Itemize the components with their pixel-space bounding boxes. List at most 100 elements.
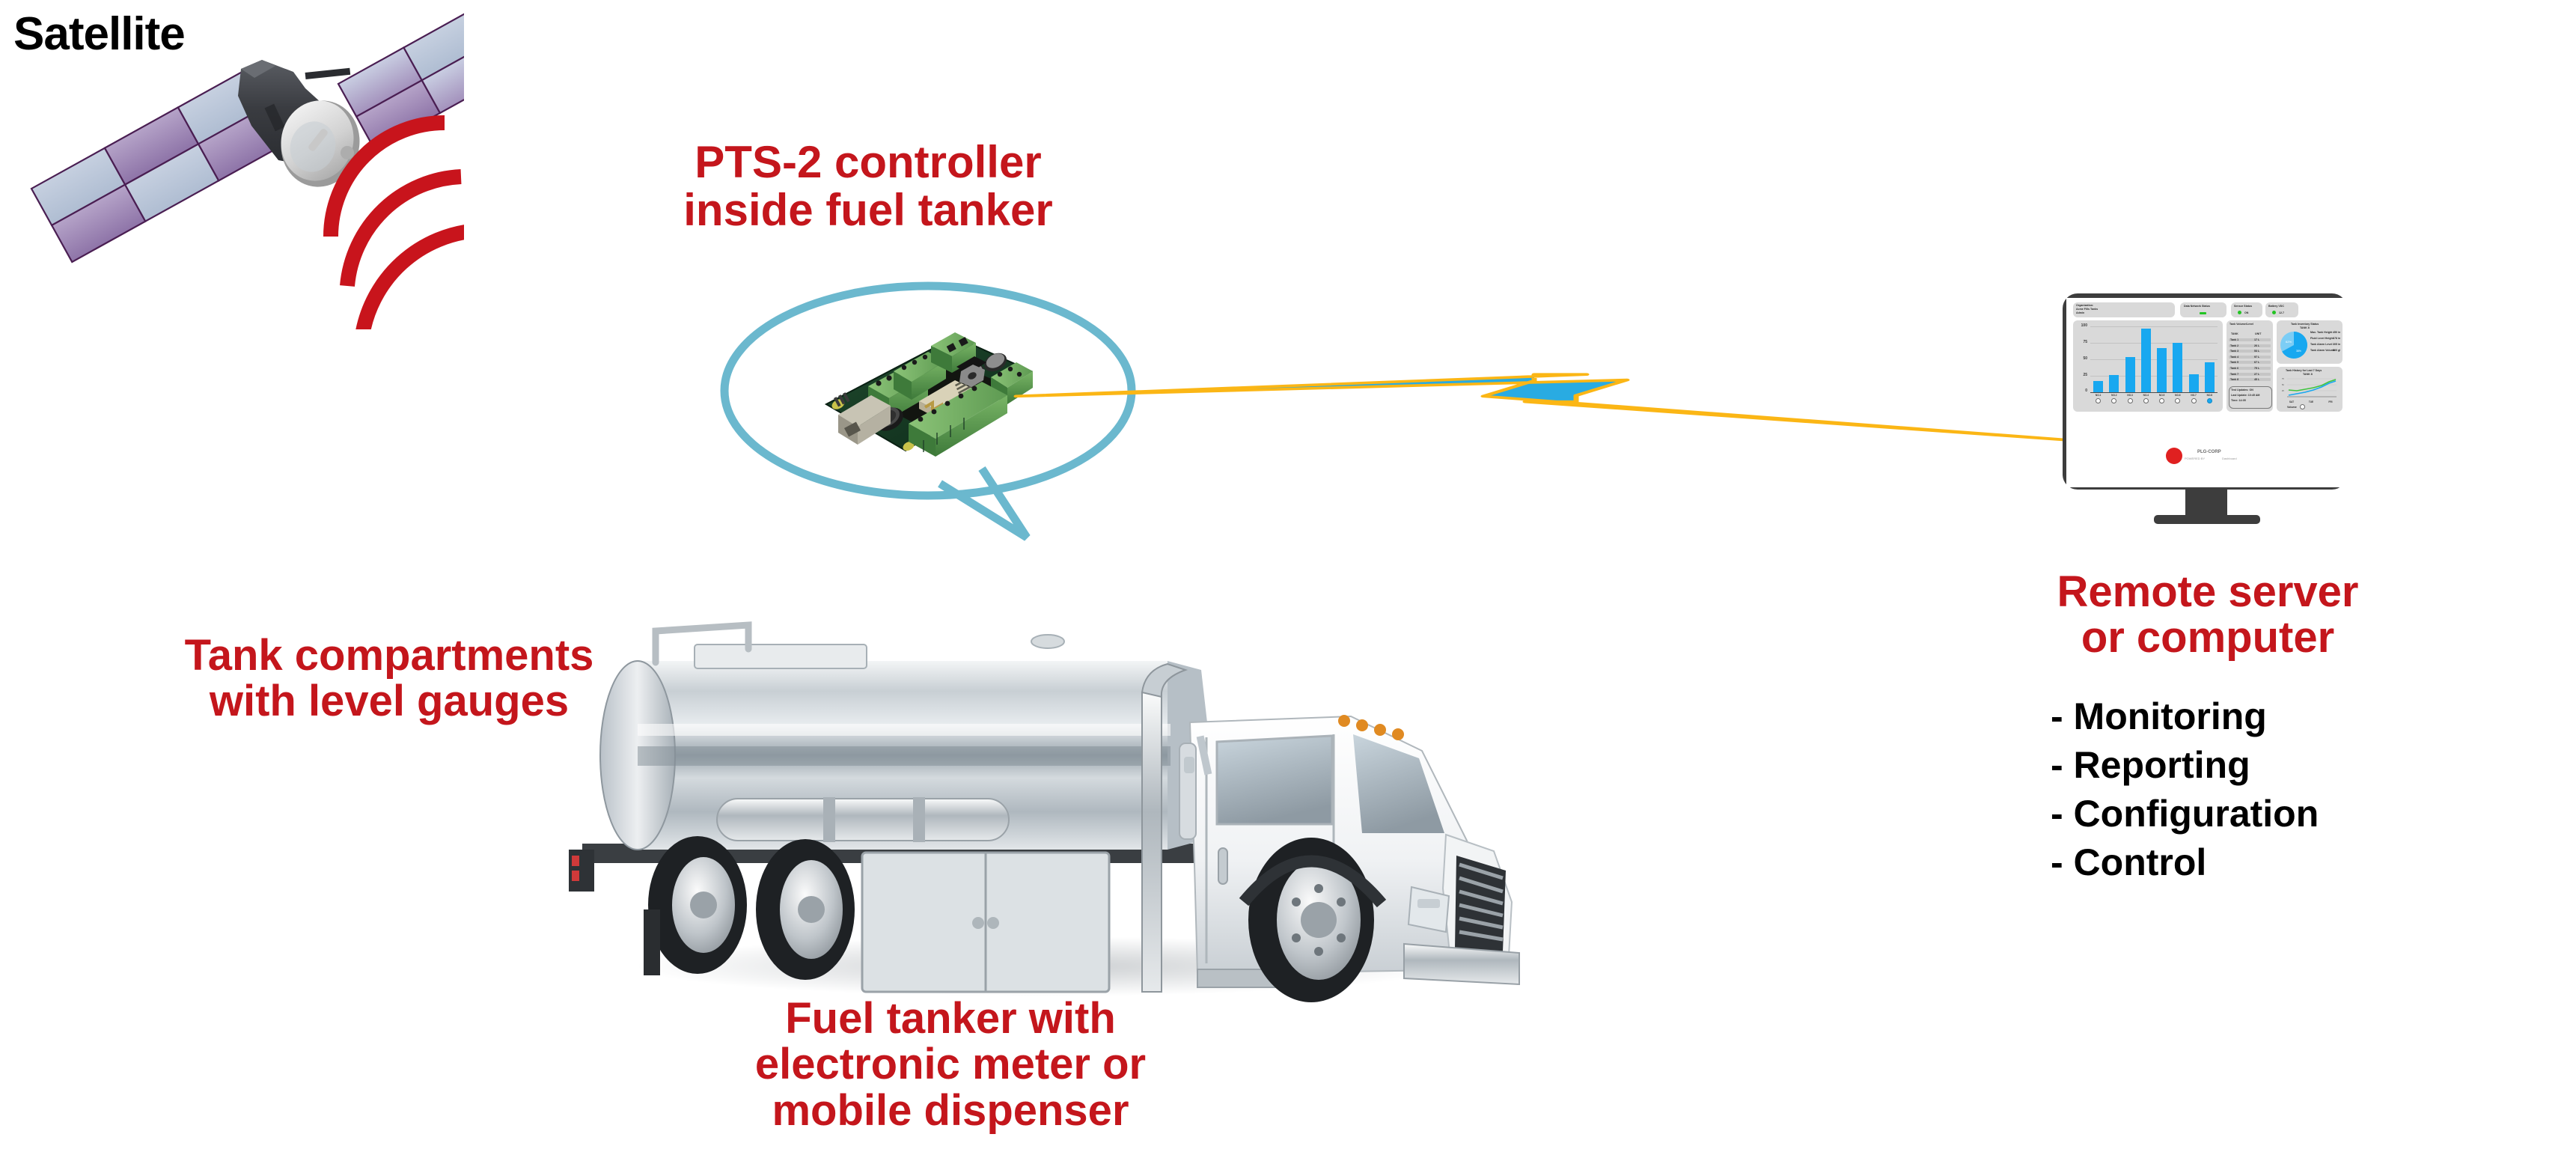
headlight [1407,886,1450,933]
table-cell-tank: Tank 7 [2230,372,2239,376]
pcb-controller-icon [824,332,1034,457]
tank-select-radio-NO.7[interactable] [2191,398,2197,403]
gridline-75 [2090,343,2218,344]
label-fuel-tanker: Fuel tanker with electronic meter or mob… [696,994,1205,1134]
xtick-NO.4: NO.4 [2143,394,2149,397]
lightning-bolt-link-icon [1013,373,2100,444]
table-footer-2: Time: 14:05 [2231,399,2246,402]
table-cell-tank: Tank 3 [2230,350,2239,353]
table-cell-tank: Tank 6 [2230,367,2239,370]
badge-network[interactable] [2180,302,2226,317]
label-satellite: Satellite [13,8,186,60]
remote-feature-item: - Monitoring [2051,695,2267,737]
label-remote-line1: Remote server [2057,567,2359,616]
table-title: Tank Volume/Level [2229,323,2254,326]
satellite-dish [281,100,360,187]
pie-legend-value: 178 in [2333,337,2341,340]
line-xtick: FRI [2328,400,2333,403]
table-cell-unit: 27 L [2254,372,2260,376]
tanker-barrel [599,621,1211,850]
tank-select-radio-NO.4[interactable] [2143,398,2149,403]
logo-sub1: POWERED BY [2185,457,2206,460]
table-row[interactable] [2229,367,2271,370]
logo-mark [2166,448,2182,464]
wheel-rear-2 [756,839,855,980]
label-pts-line2: inside fuel tanker [683,184,1053,235]
badge-network-indicator [2200,312,2206,314]
line-chart-panel [2277,367,2342,412]
org-line3: Admin [2076,311,2085,314]
label-tank-line1: Tank compartments [184,631,594,680]
table-cell-tank: Tank 2 [2230,344,2239,347]
xtick-NO.5: NO.5 [2158,394,2165,397]
remote-feature-list: - Monitoring- Reporting- Configuration- … [2051,692,2319,887]
badge-sensor-value: ON [2244,311,2249,314]
truck-grille [1455,856,1506,951]
badge-battery-label: Battery VDC [2268,305,2284,308]
table-cell-unit: 26 L [2254,344,2260,347]
hex-standoff [959,365,985,387]
table-row[interactable] [2229,355,2271,359]
badge-network-label: Data Network Status [2184,305,2210,308]
tank-select-radio-NO.5[interactable] [2159,398,2165,403]
xtick-NO.7: NO.7 [2191,394,2197,397]
svg-text:62%: 62% [2286,340,2292,344]
org-line1: Organization: [2076,304,2094,307]
ytick-75: 75 [2083,340,2087,344]
pie-legend-key: Max. Tank Height [2310,331,2333,334]
pin-header [834,392,850,407]
logo-sub2: Dashboard [2222,457,2237,460]
wheel-front [1248,838,1374,1002]
bar-NO.7 [2188,374,2199,392]
table-cell-unit: 97 L [2254,355,2260,359]
svg-text:75: 75 [2282,378,2284,380]
ytick-25: 25 [2083,373,2087,377]
table-cell-unit: 17 L [2254,338,2260,341]
axis-x-line [2090,392,2218,394]
line-subtitle: TANK 8 [2303,373,2313,376]
table-cell-unit: 53 L [2254,350,2260,353]
table-row[interactable] [2229,350,2271,353]
bar-NO.5 [2157,348,2167,392]
table-cell-unit: 75 L [2254,367,2260,370]
svg-text:50: 50 [2282,384,2284,386]
label-fueltanker-line2: electronic meter or [754,1040,1147,1089]
pie-legend-key: Fluid Level Height [2310,337,2334,340]
table-row[interactable] [2229,361,2271,365]
badge-battery-value: 12.7 [2279,311,2284,314]
table-footer-1: Last Update: 10:45 AM [2231,394,2260,397]
ytick-100: 100 [2081,323,2087,328]
table-row[interactable] [2229,338,2271,341]
pie-legend-value: 450 in [2333,331,2341,334]
bar-NO.6 [2173,343,2183,392]
tank-select-radio-NO.6[interactable] [2175,398,2181,403]
label-fueltanker-line1: Fuel tanker with [785,994,1116,1043]
badge-sensor-label: Sensor Status [2234,305,2253,308]
tank-select-radio-NO.8[interactable] [2206,398,2212,403]
table-row[interactable] [2229,378,2271,382]
badge-sensor-indicator [2238,311,2241,314]
line-xtick: SAT [2289,400,2295,403]
tank-select-radio-NO.1[interactable] [2096,398,2102,403]
tank-select-radio-NO.3[interactable] [2127,398,2133,403]
table-footer-panel [2229,386,2272,409]
label-tank-compartments: Tank compartments with level gauges [112,633,666,725]
remote-feature-item: - Configuration [2051,793,2319,835]
table-col-1: UNIT [2255,332,2262,335]
bar-NO.1 [2093,381,2104,392]
terminal-block-top [931,332,976,373]
line-legend-label: Volume [2287,406,2297,409]
line-legend-radio[interactable] [2300,404,2305,409]
table-row[interactable] [2229,344,2271,347]
table-footer-0: Test Updates: ON [2231,388,2253,391]
tank-select-radio-NO.2[interactable] [2111,398,2117,403]
wheels [648,836,1387,1002]
callout-tail [938,466,1031,541]
bar-NO.4 [2140,328,2151,392]
table-row[interactable] [2229,372,2271,376]
pie-chart: 62% 38% [2280,332,2308,359]
pie-legend-key: Tank Alarm Volume [2310,349,2335,352]
gridline-50 [2090,359,2218,360]
